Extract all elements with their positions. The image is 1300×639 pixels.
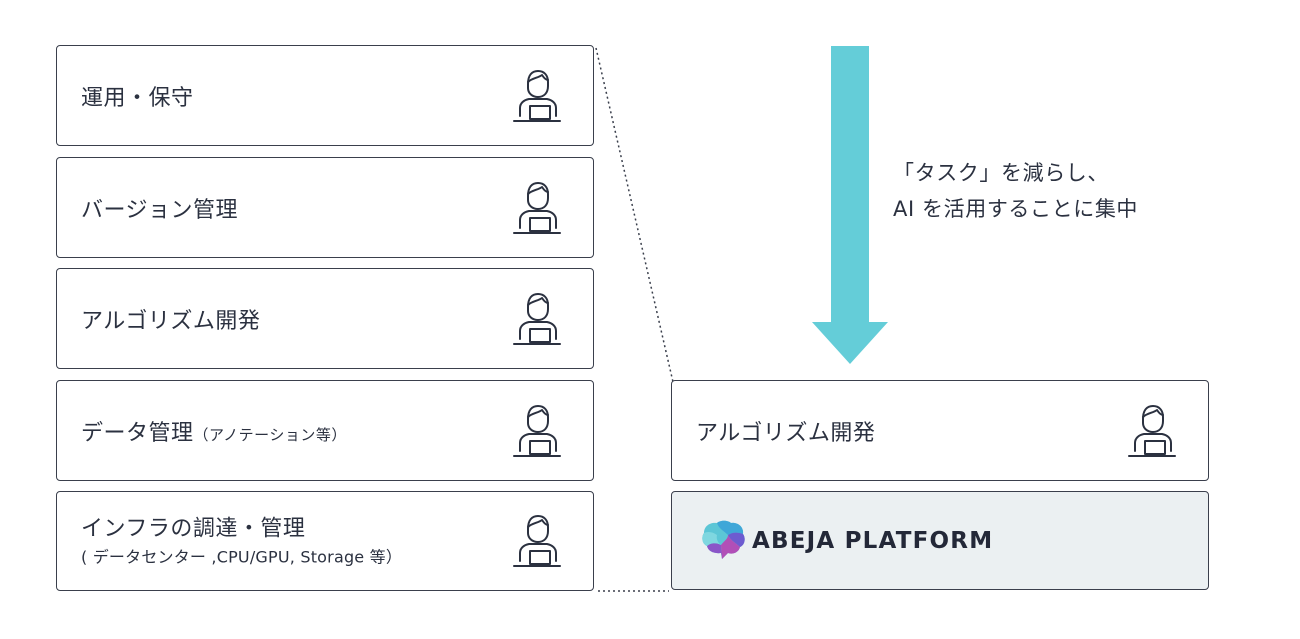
platform-name: ABEJA PLATFORM — [752, 527, 994, 554]
left-box-algorithm-development: アルゴリズム開発 — [56, 268, 594, 369]
box-label: データ管理（アノテーション等） — [81, 415, 347, 447]
box-label: アルゴリズム開発 — [81, 308, 261, 334]
person-at-laptop-icon — [513, 292, 561, 345]
abeja-brain-logo-icon — [702, 520, 745, 559]
person-at-laptop-icon — [513, 404, 561, 457]
caption-line-2: AI を活用することに集中 — [893, 197, 1139, 221]
box-label-note: （アノテーション等） — [193, 425, 347, 444]
left-box-infrastructure: インフラの調達・管理 ( データセンター ,CPU/GPU, Storage 等） — [56, 491, 594, 591]
box-label: バージョン管理 — [81, 197, 239, 223]
left-box-version-control: バージョン管理 — [56, 157, 594, 258]
box-label: 運用・保守 — [81, 85, 194, 111]
box-label-main: データ管理 — [81, 420, 194, 446]
down-arrow-icon — [812, 46, 888, 364]
person-at-laptop-icon — [1128, 404, 1176, 457]
box-label-main: インフラの調達・管理 — [81, 516, 306, 542]
box-label: アルゴリズム開発 — [696, 420, 876, 446]
abeja-platform-box: ABEJA PLATFORM — [671, 491, 1209, 590]
person-at-laptop-icon — [513, 515, 561, 567]
left-box-data-management: データ管理（アノテーション等） — [56, 380, 594, 481]
caption: 「タスク」を減らし、 AI を活用することに集中 — [893, 155, 1138, 227]
dotted-connector-top — [595, 47, 674, 383]
box-label-sub: ( データセンター ,CPU/GPU, Storage 等） — [81, 546, 403, 566]
box-label: インフラの調達・管理 ( データセンター ,CPU/GPU, Storage 等） — [81, 515, 402, 567]
person-at-laptop-icon — [513, 181, 561, 234]
right-box-algorithm-development: アルゴリズム開発 — [671, 380, 1209, 481]
left-box-operations: 運用・保守 — [56, 45, 594, 146]
caption-line-1: 「タスク」を減らし、 — [893, 161, 1109, 185]
person-at-laptop-icon — [513, 69, 561, 122]
